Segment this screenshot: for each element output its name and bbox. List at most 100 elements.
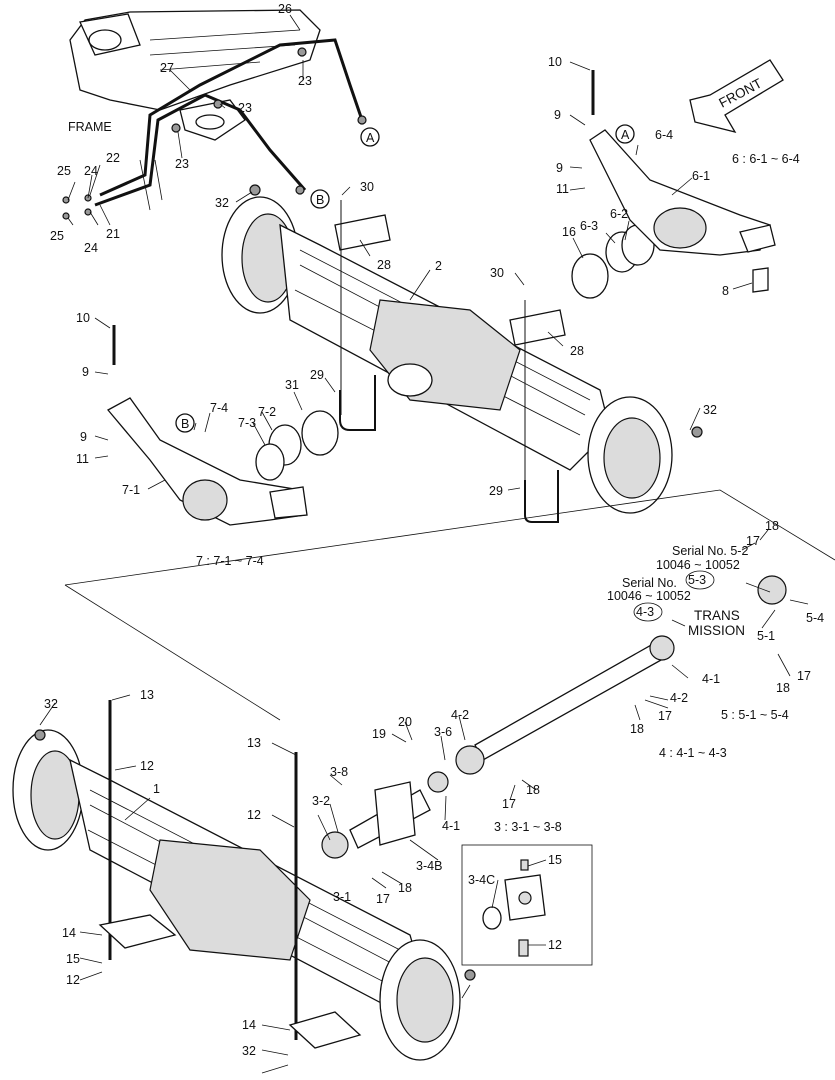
part-label: 9 [556,161,563,175]
part-label: 28 [377,258,391,272]
part-label: 17 [746,534,760,548]
transmission-label-line1: TRANS [694,608,740,623]
serial-ref-ovals: 5-3 4-3 [633,570,715,622]
rings-upper [255,200,655,523]
part-label: 15 [66,952,80,966]
part-label: 30 [490,266,504,280]
part-label: 3-4B [416,859,442,873]
serial-label-4: Serial No. [622,576,677,590]
part-label: 6-3 [580,219,598,233]
part-label: 17 [376,892,390,906]
part-label: 12 [66,973,80,987]
leader-lines [39,14,809,1074]
callout-b-frame: B [316,193,324,207]
part-label: 32 [44,697,58,711]
part-label: 3-1 [333,890,351,904]
support-brackets [106,70,776,526]
part-label: 3-6 [434,725,452,739]
part-label: 26 [278,2,292,16]
part-label: 23 [298,74,312,88]
part-label: 32 [242,1044,256,1058]
part-label: 7-3 [238,416,256,430]
part-label: 3-4C [468,873,495,887]
front-axle [12,700,476,1061]
serial-ref-5-3: 5-3 [688,573,706,587]
part-label: 23 [175,157,189,171]
part-label: 27 [160,61,174,75]
part-label: 29 [310,368,324,382]
part-label: 32 [215,196,229,210]
part-label: 10 [548,55,562,69]
part-label: 24 [84,164,98,178]
part-number-labels: 26 27 23 23 23 22 24 24 25 25 21 32 30 2… [44,2,824,1058]
part-label: 6-2 [610,207,628,221]
serial-ref-4-3: 4-3 [636,605,654,619]
part-label: 17 [658,709,672,723]
part-label: 18 [630,722,644,736]
part-label: 14 [242,1018,256,1032]
hose-tubes [62,38,367,220]
part-label: 3-8 [330,765,348,779]
group-note-4: 4 : 4-1 ~ 4-3 [659,746,727,760]
part-label: 6-4 [655,128,673,142]
part-label: 11 [556,182,569,196]
part-label: 18 [398,881,412,895]
drive-shafts [321,575,787,859]
part-label: 12 [548,938,562,952]
serial-range-5: 10046 ~ 10052 [656,558,740,572]
callout-markers: A B A B [175,124,635,433]
part-label: 3-2 [312,794,330,808]
part-label: 6-1 [692,169,710,183]
serial-range-4: 10046 ~ 10052 [607,589,691,603]
frame-label: FRAME [68,120,112,134]
rear-axle [221,184,703,514]
part-label: 7-4 [210,401,228,415]
part-label: 25 [57,164,71,178]
part-label: 30 [360,180,374,194]
part-label: 13 [247,736,261,750]
part-label: 9 [80,430,87,444]
inset-parts [482,859,546,957]
frame-illustration: FRAME [68,9,321,211]
callout-a-frame: A [366,131,375,145]
serial-note-5-2: Serial No. 5-2 [672,544,748,558]
group-boundary [64,489,835,721]
part-label: 23 [238,101,252,115]
group-note-7: 7 : 7-1 ~ 7-4 [196,554,264,568]
part-label: 4-2 [670,691,688,705]
part-label: 28 [570,344,584,358]
group-note-6: 6 : 6-1 ~ 6-4 [732,152,800,166]
part-label: 18 [526,783,540,797]
part-label: 4-1 [442,819,460,833]
group-note-5: 5 : 5-1 ~ 5-4 [721,708,789,722]
part-label: 20 [398,715,412,729]
part-label: 24 [84,241,98,255]
part-label: 10 [76,311,90,325]
part-label: 12 [247,808,261,822]
part-label: 32 [703,403,717,417]
part-label: 16 [562,225,576,239]
part-label: 19 [372,727,386,741]
part-label: 9 [554,108,561,122]
part-label: 11 [76,452,89,466]
front-arrow: FRONT [689,59,784,134]
part-label: 18 [765,519,779,533]
part-label: 22 [106,151,120,165]
part-label: 17 [502,797,516,811]
part-label: 4-1 [702,672,720,686]
part-label: 18 [776,681,790,695]
part-label: 15 [548,853,562,867]
part-label: 4-2 [451,708,469,722]
part-label: 5-1 [757,629,775,643]
part-label: 2 [435,259,442,273]
part-label: 8 [722,284,729,298]
part-label: 25 [50,229,64,243]
part-label: 13 [140,688,154,702]
part-label: 5-4 [806,611,824,625]
callout-a-bracket: A [621,128,630,142]
group-note-3: 3 : 3-1 ~ 3-8 [494,820,562,834]
part-label: 17 [797,669,811,683]
part-label: 21 [106,227,120,241]
